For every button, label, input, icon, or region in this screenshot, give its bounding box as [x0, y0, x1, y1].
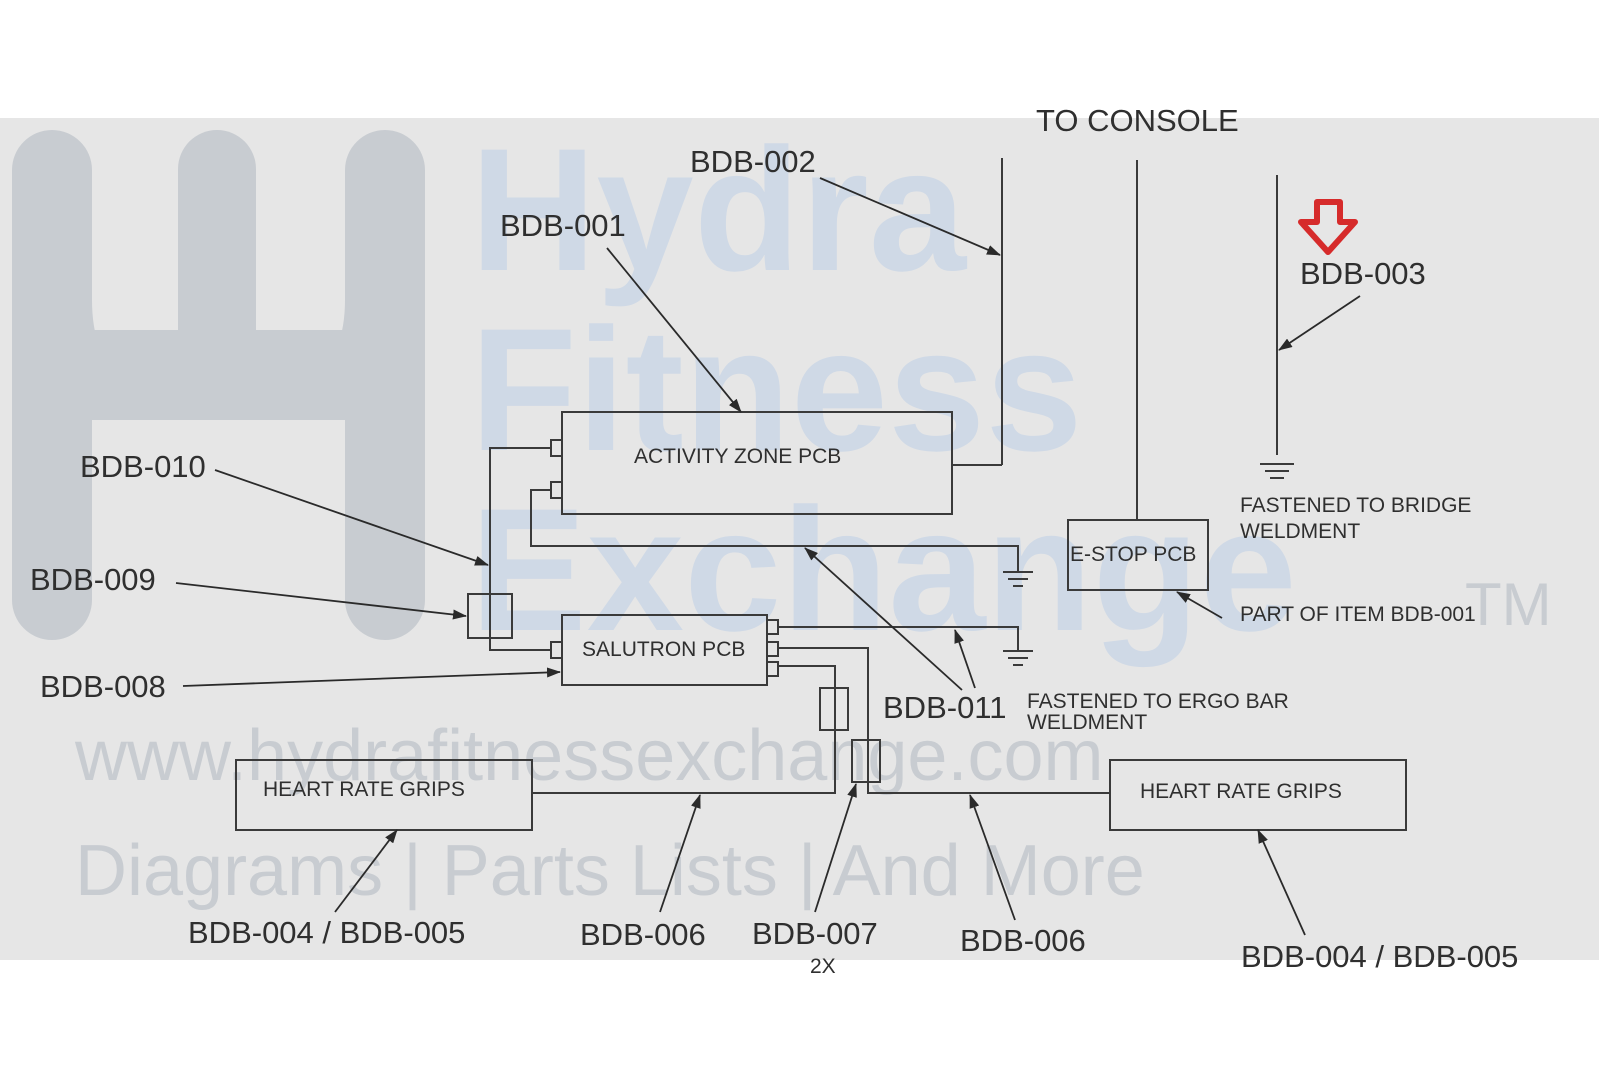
watermark-url: www.hydrafitnessexchange.com — [74, 716, 1104, 796]
watermark-brand-line1: Hydra — [470, 113, 968, 308]
leader-bdb-006-left — [659, 794, 701, 913]
leader-bdb-011-b — [804, 547, 963, 691]
label-bdb-009: BDB-009 — [30, 562, 156, 597]
label-bdb-010: BDB-010 — [80, 449, 206, 484]
activity-zone-pcb-box — [561, 411, 953, 515]
note-bridge-line2: WELDMENT — [1240, 520, 1360, 543]
watermark: Hydra Fitness Exchange TM www.hydrafitne… — [12, 113, 1552, 911]
bdb-011-ground-wire-upper — [530, 489, 1019, 572]
e-stop-pcb-label: E-STOP PCB — [1070, 543, 1196, 566]
watermark-trademark: TM — [1465, 571, 1552, 638]
bdb-010-cable — [489, 447, 551, 651]
ground-symbol-icon — [1003, 571, 1033, 587]
label-bdb-006-left: BDB-006 — [580, 917, 706, 952]
note-part-of-item: PART OF ITEM BDB-001 — [1240, 603, 1476, 626]
leader-bdb-009 — [175, 582, 467, 620]
leader-lines — [175, 177, 1361, 936]
label-bdb-003: BDB-003 — [1300, 256, 1426, 291]
leader-bdb-010 — [214, 469, 489, 566]
to-console-label: TO CONSOLE — [1036, 103, 1239, 138]
salutron-pcb-label: SALUTRON PCB — [582, 638, 745, 661]
watermark-logo-icon — [12, 130, 425, 640]
leader-bdb-008 — [182, 667, 561, 687]
note-ergo-line1: FASTENED TO ERGO BAR — [1027, 690, 1289, 713]
bdb-009-connector — [467, 593, 513, 639]
label-bdb-004-005-right: BDB-004 / BDB-005 — [1241, 939, 1518, 974]
bdb-011-ground-wire-lower — [778, 626, 1019, 650]
ground-symbol-icon — [1260, 463, 1294, 479]
label-bdb-001: BDB-001 — [500, 208, 626, 243]
ground-symbol-icon — [1003, 650, 1033, 666]
diagram-panel — [0, 118, 1599, 960]
leader-bdb-002 — [819, 177, 1001, 256]
watermark-tagline: Diagrams | Parts Lists | And More — [75, 831, 1145, 911]
label-bdb-007-qty: 2X — [810, 955, 836, 978]
label-bdb-007: BDB-007 — [752, 916, 878, 951]
heart-rate-grips-left-box — [235, 759, 533, 831]
label-bdb-011: BDB-011 — [883, 690, 1007, 725]
label-bdb-002: BDB-002 — [690, 144, 816, 179]
note-ergo-line2: WELDMENT — [1027, 711, 1147, 734]
leader-bdb-003 — [1278, 295, 1361, 351]
leader-bdb-006-right — [969, 794, 1016, 921]
bdb-007-connector-left — [819, 687, 849, 731]
leader-part-of-item — [1176, 591, 1223, 619]
leader-bdb-007 — [814, 783, 857, 913]
leader-bdb-004-005-left — [334, 829, 398, 913]
salutron-connector-right-3 — [766, 661, 779, 677]
watermark-brand-line3: Exchange — [470, 473, 1297, 668]
label-bdb-008: BDB-008 — [40, 669, 166, 704]
leader-bdb-011-a — [954, 629, 976, 689]
bdb-007-connector-right — [851, 739, 881, 783]
leader-bdb-004-005-right — [1257, 829, 1306, 936]
e-stop-pcb-box — [1067, 519, 1209, 591]
heart-rate-grips-right-label: HEART RATE GRIPS — [1140, 780, 1342, 803]
label-bdb-006-right: BDB-006 — [960, 923, 1086, 958]
label-bdb-004-005-left: BDB-004 / BDB-005 — [188, 915, 465, 950]
watermark-brand-line2: Fitness — [470, 293, 1083, 488]
heart-rate-grips-left-label: HEART RATE GRIPS — [263, 778, 465, 801]
note-bridge-line1: FASTENED TO BRIDGE — [1240, 494, 1471, 517]
activity-zone-pcb-label: ACTIVITY ZONE PCB — [634, 445, 841, 468]
red-down-arrow-icon — [1298, 199, 1358, 255]
leader-bdb-001 — [606, 247, 742, 413]
right-grips-cable — [778, 647, 1110, 794]
